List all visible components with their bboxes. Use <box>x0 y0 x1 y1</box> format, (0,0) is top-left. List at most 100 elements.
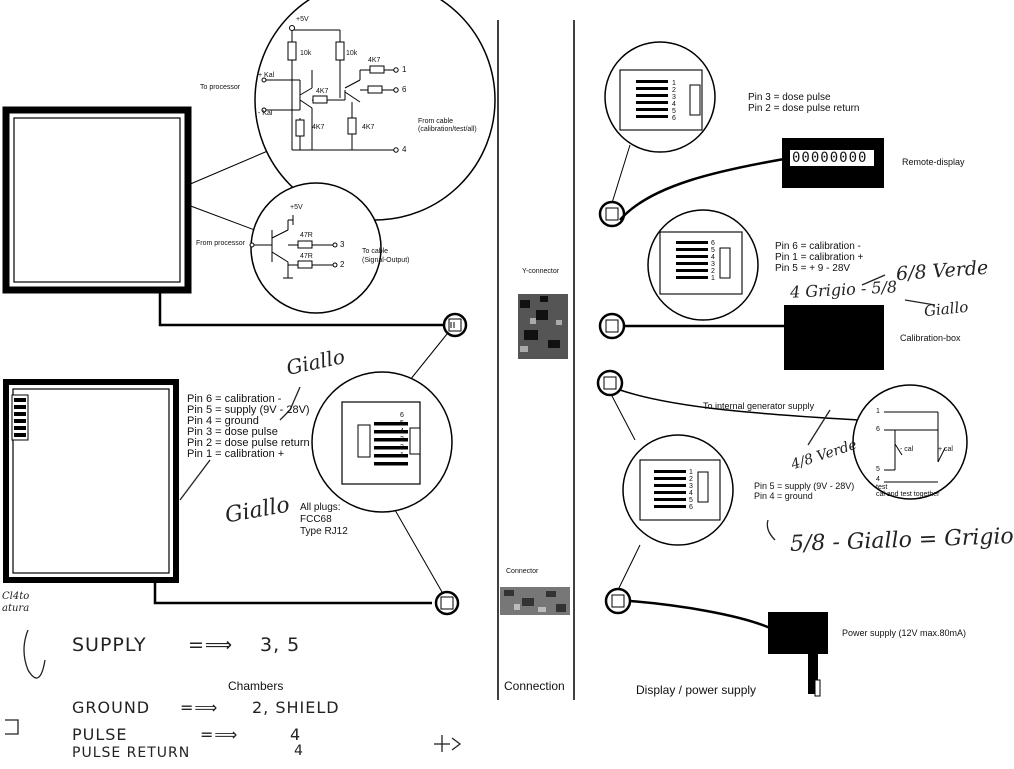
from-cable-sub: (calibration/test/all) <box>418 126 477 133</box>
generator-note-together: cal and test together <box>876 491 940 498</box>
display-cable <box>619 156 791 221</box>
generator-terminal-4: 4 <box>876 476 880 483</box>
plug-number: 1 <box>711 275 715 282</box>
generator-terminal-1: 1 <box>876 408 880 415</box>
top-circuit-vsupply: +5V <box>296 16 309 23</box>
plug-number: 3 <box>400 436 404 443</box>
handwritten-pulse: PULSE <box>72 725 128 744</box>
generator-pin5: Pin 5 = supply (9V - 28V) <box>754 481 855 491</box>
from-cable-label: From cable <box>418 118 454 125</box>
plug-number: 3 <box>672 94 676 101</box>
section-label-chambers: Chambers <box>228 679 284 693</box>
section-label-display-power: Display / power supply <box>636 683 757 697</box>
from-processor-label: From processor <box>196 240 246 247</box>
pin-line: Pin 4 = ground <box>187 415 259 427</box>
handwritten-ground: GROUND <box>72 698 151 717</box>
cable-chamber-2 <box>153 580 432 605</box>
top-circuit-pin6: 6 <box>402 85 407 94</box>
plug-number: 5 <box>711 247 715 254</box>
top-circuit-r2: 10k <box>346 50 358 57</box>
pin-line: Pin 5 = supply (9V - 28V) <box>187 404 310 416</box>
top-circuit-r3: 4K7 <box>368 57 381 64</box>
plug-number: 6 <box>711 240 715 247</box>
top-circuit-pin1: 1 <box>402 65 407 74</box>
handwritten-corner-2: atura <box>2 603 30 614</box>
bottom-circuit-pin3: 3 <box>340 240 345 249</box>
internal-generator-label: To internal generator supply <box>703 401 815 411</box>
plug-number: 4 <box>711 254 715 261</box>
plug-number: 4 <box>400 428 404 435</box>
pin-line: Pin 2 = dose pulse return <box>187 437 310 449</box>
plug-number: 1 <box>400 452 404 459</box>
to-cable-label: To cable <box>362 248 389 255</box>
plug-number: 1 <box>672 80 676 87</box>
power-supply-label: Power supply (12V max.80mA) <box>842 628 967 638</box>
plug-number: 6 <box>672 115 676 122</box>
handwritten-pulse-return-pin: 4 <box>294 743 304 759</box>
power-supply-box <box>768 612 828 654</box>
calibration-pin6: Pin 6 = calibration - <box>775 241 861 252</box>
handwritten-arrow: =⟹ <box>188 634 234 656</box>
plug-number-column: 6 5 4 3 2 1 <box>400 412 404 460</box>
display-pin2: Pin 2 = dose pulse return <box>748 103 860 114</box>
generator-plug-numbers: 1 2 3 4 5 6 <box>689 469 693 511</box>
generator-terminal-6: 6 <box>876 426 880 433</box>
calibration-box <box>784 305 884 370</box>
plug-type-rj12: Type RJ12 <box>300 526 348 537</box>
plug-number: 5 <box>672 108 676 115</box>
top-circuit-pin4: 4 <box>402 145 407 154</box>
pin-line: Pin 1 = calibration + <box>187 448 285 460</box>
bottom-circuit-r2: 47R <box>300 253 313 260</box>
cal-minus-label: - cal <box>900 446 914 453</box>
plug-number: 5 <box>400 420 404 427</box>
calibration-box-label: Calibration-box <box>900 333 961 343</box>
plug-number: 2 <box>672 87 676 94</box>
plug-number: 4 <box>689 490 693 497</box>
plug-number: 2 <box>400 444 404 451</box>
handwritten-arrow: =⟹ <box>200 725 239 744</box>
handwritten-corner-1: Cl4to <box>2 591 30 602</box>
top-circuit-r5: 4K7 <box>312 124 325 131</box>
handwritten-giallo-right: Giallo <box>923 297 970 321</box>
cable-chamber-1 <box>158 290 445 327</box>
to-processor-label: To processor <box>200 84 241 91</box>
callout-line <box>187 149 271 186</box>
handwritten-arrow: =⟹ <box>180 698 219 717</box>
generator-cable <box>619 389 859 421</box>
section-label-connection: Connection <box>504 679 565 693</box>
top-circuit-r4: 4K7 <box>316 88 329 95</box>
to-cable-sub: (Signal-Output) <box>362 257 410 264</box>
y-connector-label: Y-connector <box>522 268 560 275</box>
bottom-circuit-vsupply: +5V <box>290 204 303 211</box>
plug-number: 2 <box>711 268 715 275</box>
calibration-plug-numbers: 6 5 4 3 2 1 <box>711 240 715 282</box>
cal-plus-label: + cal <box>938 446 953 453</box>
diagram-drawing <box>2 0 968 752</box>
handwritten-supply-pins: 3, 5 <box>260 634 301 656</box>
calibration-pin1: Pin 1 = calibration + <box>775 252 864 263</box>
plug-number: 4 <box>672 101 676 108</box>
plug-number: 3 <box>689 483 693 490</box>
pin-line: Pin 3 = dose pulse <box>187 426 278 438</box>
handwritten-ground-pins: 2, SHIELD <box>252 698 340 717</box>
plug-number: 1 <box>689 469 693 476</box>
all-plugs-label: All plugs: <box>300 502 341 513</box>
bottom-circuit-r1: 47R <box>300 232 313 239</box>
generator-pin4: Pin 4 = ground <box>754 491 813 501</box>
top-circuit-r6: 4K7 <box>362 124 375 131</box>
top-circuit-r1: 10k <box>300 50 312 57</box>
circuit-zoom-bottom <box>250 182 382 314</box>
calibration-pin5: Pin 5 = + 9 - 28V <box>775 263 851 274</box>
plug-number: 3 <box>711 261 715 268</box>
remote-display-label: Remote-display <box>902 157 965 167</box>
generator-note-test: test <box>876 484 888 491</box>
kal-plus-label: + Kal <box>258 72 275 79</box>
plug-number: 5 <box>689 497 693 504</box>
handwritten-pulse-return: PULSE RETURN <box>72 745 191 761</box>
kal-minus-label: - Kal <box>258 110 273 117</box>
remote-display-digits: 00000000 <box>792 150 868 166</box>
plug-type-fcc68: FCC68 <box>300 514 332 525</box>
handwritten-pulse-pin: 4 <box>290 725 302 744</box>
plug-number: 2 <box>689 476 693 483</box>
chamber-pin-list: Pin 6 = calibration - Pin 5 = supply (9V… <box>187 394 310 460</box>
